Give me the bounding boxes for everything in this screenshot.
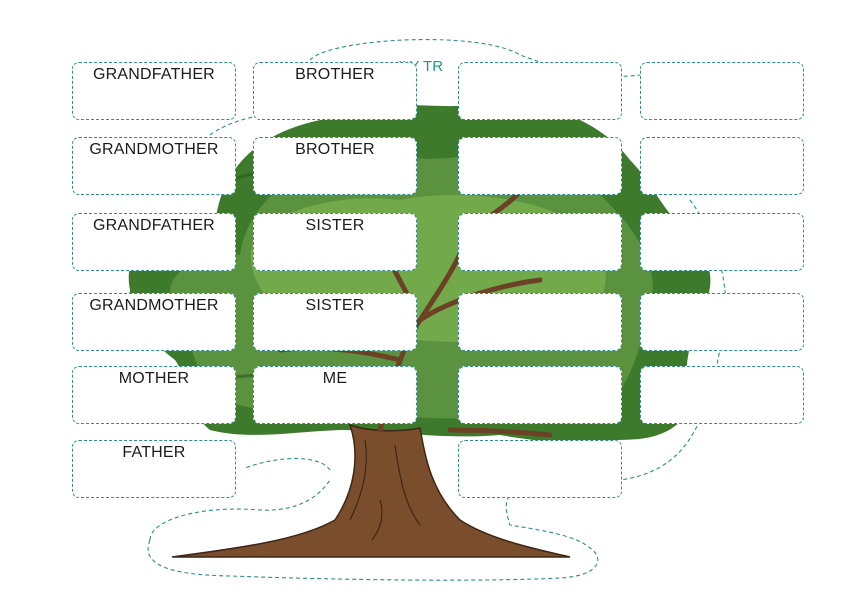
- blank-name-box[interactable]: [640, 137, 804, 195]
- box-label: ME: [322, 370, 348, 387]
- blank-name-box[interactable]: [640, 62, 804, 120]
- box-label: GRANDMOTHER: [89, 141, 219, 158]
- box-label: BROTHER: [295, 66, 375, 83]
- name-box-mother[interactable]: MOTHER: [72, 366, 236, 424]
- box-label: GRANDMOTHER: [89, 297, 219, 314]
- name-box-me[interactable]: ME: [253, 366, 417, 424]
- box-label: BROTHER: [295, 141, 375, 158]
- box-label: FATHER: [122, 444, 186, 461]
- blank-name-box[interactable]: [640, 213, 804, 271]
- blank-name-box[interactable]: [458, 293, 622, 351]
- name-box-sister-1[interactable]: SISTER: [253, 213, 417, 271]
- box-label: SISTER: [305, 297, 365, 314]
- blank-name-box[interactable]: [458, 440, 622, 498]
- box-label: SISTER: [305, 217, 365, 234]
- name-box-sister-2[interactable]: SISTER: [253, 293, 417, 351]
- name-box-father[interactable]: FATHER: [72, 440, 236, 498]
- blank-name-box[interactable]: [640, 366, 804, 424]
- name-box-grandmother-maternal[interactable]: GRANDMOTHER: [72, 293, 236, 351]
- box-label: MOTHER: [118, 370, 190, 387]
- box-label: GRANDFATHER: [93, 66, 215, 83]
- blank-name-box[interactable]: [458, 213, 622, 271]
- blank-name-box[interactable]: [640, 293, 804, 351]
- name-box-brother-2[interactable]: BROTHER: [253, 137, 417, 195]
- name-box-grandfather-maternal[interactable]: GRANDFATHER: [72, 213, 236, 271]
- box-label: GRANDFATHER: [93, 217, 215, 234]
- blank-name-box[interactable]: [458, 62, 622, 120]
- name-box-grandfather-paternal[interactable]: GRANDFATHER: [72, 62, 236, 120]
- blank-name-box[interactable]: [458, 137, 622, 195]
- name-box-brother-1[interactable]: BROTHER: [253, 62, 417, 120]
- blank-name-box[interactable]: [458, 366, 622, 424]
- tree-trunk: [171, 423, 571, 558]
- name-box-grandmother-paternal[interactable]: GRANDMOTHER: [72, 137, 236, 195]
